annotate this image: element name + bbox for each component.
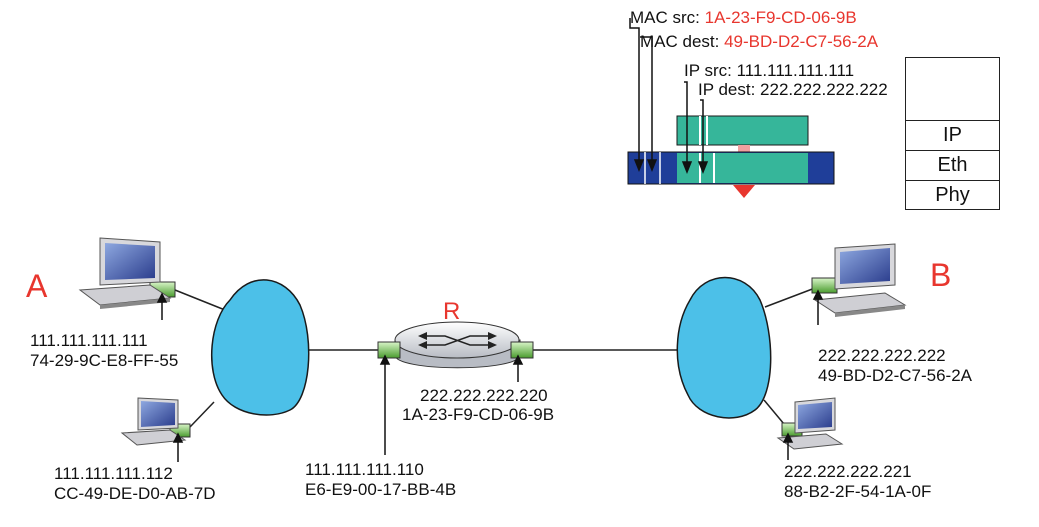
header-pointers — [629, 18, 709, 175]
router-left-mac: E6-E9-00-17-BB-4B — [305, 480, 457, 499]
mac-dest-label: MAC dest: — [640, 32, 720, 51]
mac-src-value: 1A-23-F9-CD-06-9B — [704, 8, 857, 27]
computer-icon-host-a — [78, 237, 172, 309]
nic-router-left — [377, 341, 401, 359]
router — [394, 321, 521, 369]
host-b-ip: 222.222.222.222 — [818, 346, 946, 365]
protocol-stack: IP Eth Phy — [905, 57, 1000, 210]
nic-router-right — [510, 341, 534, 359]
router-letter: R — [443, 298, 461, 325]
ip-datagram-in-frame — [677, 153, 808, 183]
host-a-ip: 111.111.111.111 — [30, 331, 148, 350]
host-b2-mac: 88-B2-2F-54-1A-0F — [784, 482, 932, 501]
stack-layer-eth: Eth — [906, 150, 999, 180]
router-right-mac: 1A-23-F9-CD-06-9B — [402, 405, 555, 424]
nic-host-b — [811, 277, 838, 294]
ip-datagram-top — [676, 115, 809, 146]
mac-dest-value: 49-BD-D2-C7-56-2A — [724, 32, 879, 51]
host-b2-ip: 222.222.222.221 — [784, 462, 912, 481]
computer-icon-host-b — [813, 243, 907, 317]
down-arrow-shaft — [738, 145, 750, 153]
right-subnet-cloud — [676, 276, 772, 419]
host-a-mac: 74-29-9C-E8-FF-55 — [30, 351, 179, 370]
computer-icon-host-b2 — [776, 397, 844, 450]
host-a-letter: A — [26, 268, 48, 304]
mac-dest-line: MAC dest: 49-BD-D2-C7-56-2A — [640, 32, 878, 52]
left-subnet-cloud — [211, 279, 310, 416]
computer-icon-host-a2 — [120, 397, 187, 446]
router-left-ip: 111.111.111.110 — [305, 460, 424, 479]
ip-src-label: IP src: 111.111.111.111 — [684, 61, 855, 80]
stack-layer-ip: IP — [906, 120, 999, 150]
stack-layer-phy: Phy — [906, 180, 999, 210]
host-a2-mac: CC-49-DE-D0-AB-7D — [54, 484, 216, 503]
host-b-letter: B — [930, 257, 952, 293]
down-arrow-head — [733, 185, 755, 198]
host-b-mac: 49-BD-D2-C7-56-2A — [818, 366, 972, 385]
host-a2-ip: 111.111.111.112 — [54, 464, 173, 483]
mac-src-label: MAC src: — [630, 8, 700, 27]
router-right-ip: 222.222.222.220 — [420, 386, 548, 405]
frame-encapsulation — [627, 115, 835, 198]
ip-dest-label: IP dest: 222.222.222.222 — [698, 80, 888, 99]
nic-pointers — [156, 289, 824, 462]
mac-src-line: MAC src: 1A-23-F9-CD-06-9B — [630, 8, 857, 28]
